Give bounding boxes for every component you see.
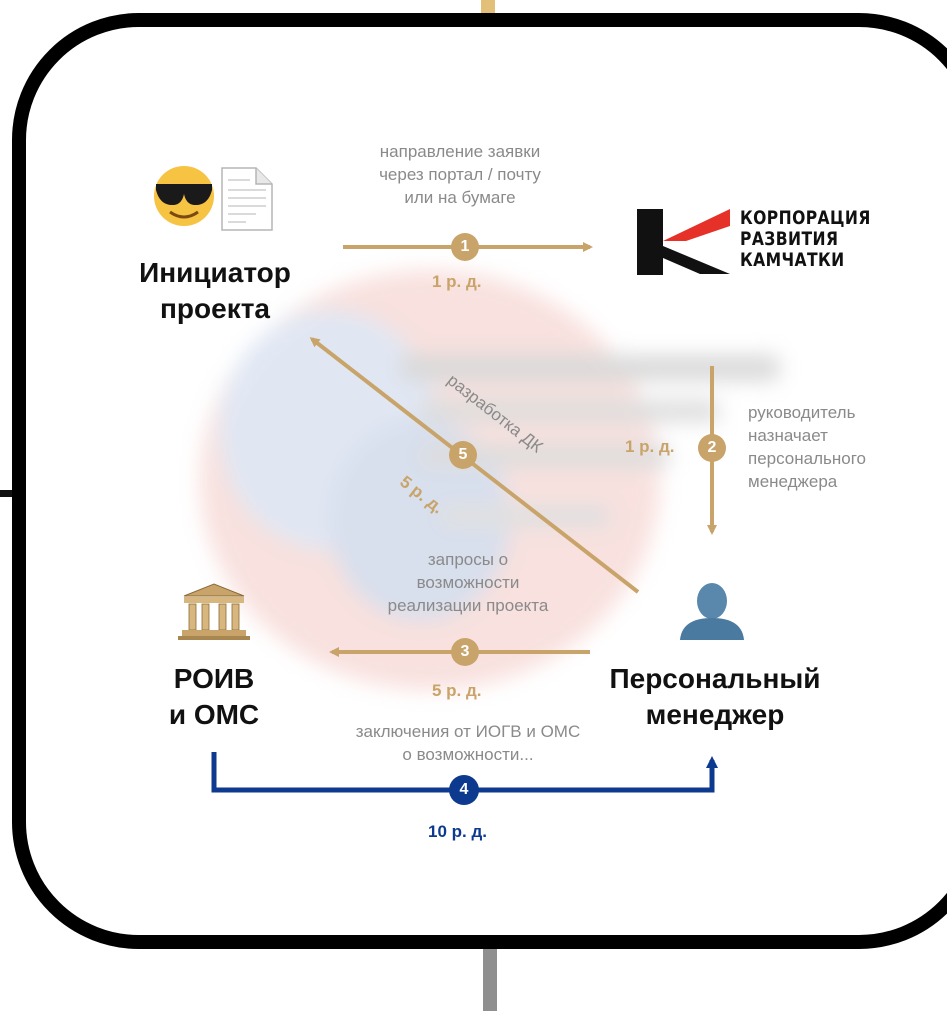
step-3-badge: 3: [451, 638, 479, 666]
initiator-label: Инициатор проекта: [139, 257, 291, 324]
manager-label: Персональный менеджер: [609, 663, 821, 730]
arrow-step-5: [309, 337, 640, 594]
left-connector: [0, 490, 22, 497]
step-5-badge: 5: [449, 441, 477, 469]
step-1-duration: 1 р. д.: [432, 272, 482, 291]
smiling-face-with-sunglasses-icon: [154, 166, 214, 226]
step-4-duration: 10 р. д.: [428, 822, 487, 841]
step-3-duration: 5 р. д.: [432, 681, 482, 700]
step-2-badge: 2: [698, 434, 726, 462]
background-watermark: [200, 270, 780, 690]
step-3-text: запросы о возможности реализации проекта: [387, 550, 549, 615]
bottom-connector: [483, 945, 497, 1011]
person-silhouette-icon: [680, 583, 744, 640]
step-4-badge: 4: [449, 775, 479, 805]
step-2-text: руководитель назначает персонального мен…: [748, 403, 867, 491]
step-1-badge: 1: [451, 233, 479, 261]
corporation-logo-icon: [637, 209, 730, 275]
document-icon: [221, 167, 273, 231]
step-2-duration: 1 р. д.: [625, 437, 675, 456]
classical-building-icon: [178, 583, 250, 640]
authorities-label: РОИВ и ОМС: [168, 663, 260, 730]
step-1-text: направление заявки через портал / почту …: [379, 142, 541, 207]
step-4-text: заключения от ИОГВ и ОМС о возможности..…: [355, 722, 581, 764]
corporation-label: КОРПОРАЦИЯ РАЗВИТИЯ КАМЧАТКИ: [740, 207, 871, 271]
